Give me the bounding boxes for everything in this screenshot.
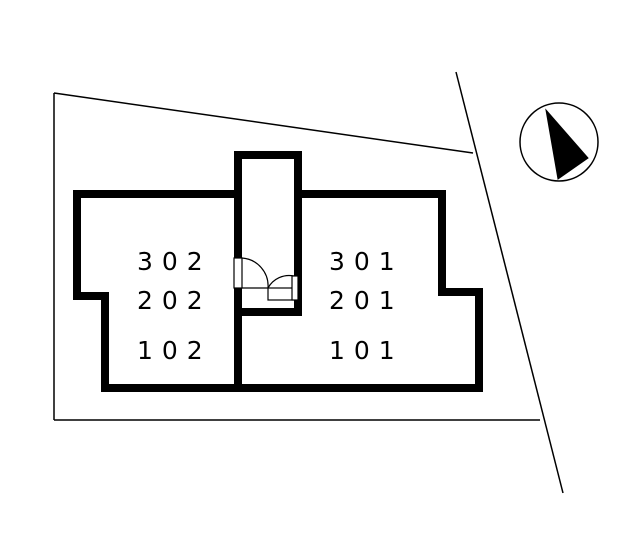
building-walls — [73, 151, 483, 392]
unit-label-202: 202 — [137, 286, 212, 315]
door-302-swing — [241, 257, 269, 289]
door-301-swing — [267, 274, 295, 289]
unit-label-201: 201 — [329, 286, 404, 315]
boundary-east — [455, 71, 564, 494]
property-boundary — [53, 71, 564, 494]
compass-needle — [545, 108, 589, 180]
unit-label-301: 301 — [329, 247, 404, 276]
door-302-frame — [233, 257, 243, 289]
boundary-top — [53, 92, 474, 154]
unit-label-302: 302 — [137, 247, 212, 276]
stair-core-outline — [234, 151, 302, 316]
north-arrow-icon — [519, 102, 599, 182]
unit-label-102: 102 — [137, 336, 212, 365]
entry-doors — [233, 257, 299, 301]
door-301-leaf — [291, 275, 299, 301]
unit-label-101: 101 — [329, 336, 404, 365]
